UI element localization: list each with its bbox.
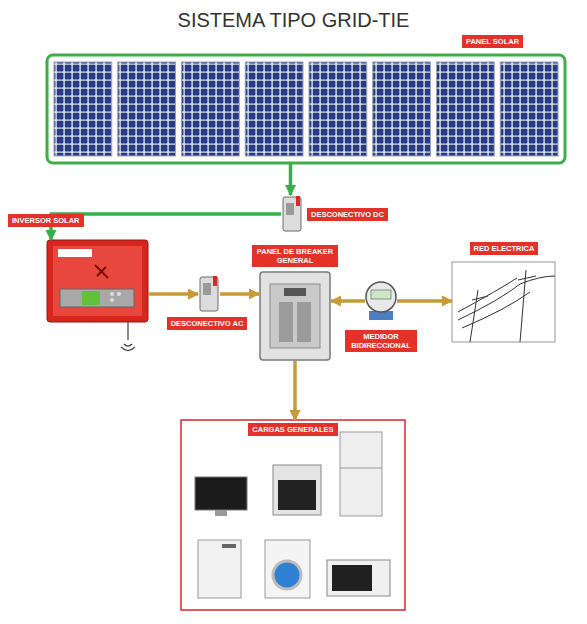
solar-module	[182, 62, 240, 156]
power-connector	[397, 299, 452, 303]
solar-module	[54, 62, 112, 156]
component-label: DESCONECTIVO AC	[167, 317, 248, 330]
component-label: MEDIDOR BIDIRECCIONAL	[345, 330, 417, 352]
power-connector	[148, 292, 198, 296]
inverter-icon	[47, 240, 148, 351]
solar-module	[437, 62, 495, 156]
power-connector	[51, 214, 281, 240]
component-label: DESCONECTIVO DC	[307, 208, 388, 221]
diagram-title: SISTEMA TIPO GRID-TIE	[0, 9, 587, 32]
component-label: CARGAS GENERALES	[248, 423, 337, 436]
component-label: PANEL DE BREAKER GENERAL	[252, 245, 338, 267]
bidirectional-meter: MEDIDOR BIDIRECCIONAL	[365, 281, 397, 321]
power-connector	[220, 292, 259, 296]
bidirectional-meter-icon	[366, 282, 396, 320]
loads-box: CARGAS GENERALES	[181, 420, 405, 610]
solar-panel: PANEL SOLAR	[47, 55, 565, 163]
component-label: RED ELECTRICA	[470, 242, 539, 255]
dc-disconnect-icon	[283, 196, 301, 231]
solar-array	[47, 55, 565, 163]
breaker-panel: PANEL DE BREAKER GENERAL	[259, 271, 331, 361]
solar-inverter: INVERSOR SOLAR	[47, 240, 148, 322]
power-connector	[293, 361, 297, 420]
solar-module	[118, 62, 176, 156]
ac-disconnect-icon	[200, 276, 218, 311]
power-connector	[289, 163, 293, 195]
solar-module	[309, 62, 367, 156]
solar-module	[245, 62, 303, 156]
power-grid-picture	[452, 262, 555, 342]
power-connector	[331, 299, 365, 303]
component-label: INVERSOR SOLAR	[8, 214, 84, 227]
dc-disconnect: DESCONECTIVO DC	[281, 195, 303, 233]
breaker-panel-icon	[260, 272, 330, 360]
solar-module	[373, 62, 431, 156]
loads-illustration	[181, 420, 405, 610]
component-label: PANEL SOLAR	[462, 35, 523, 48]
solar-module	[500, 62, 558, 156]
power-grid: RED ELECTRICA	[452, 262, 555, 342]
ac-disconnect: DESCONECTIVO AC	[198, 275, 220, 313]
